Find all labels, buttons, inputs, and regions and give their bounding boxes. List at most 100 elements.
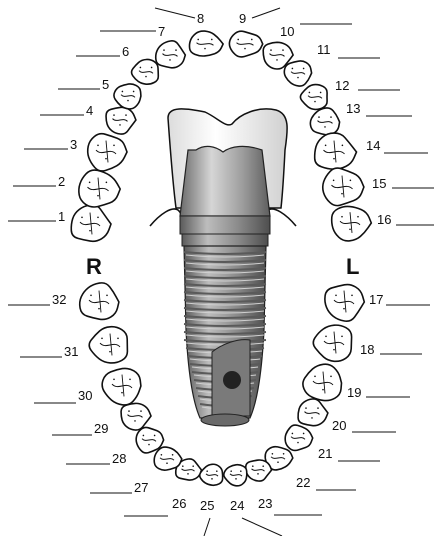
tooth-texture-dot: [305, 407, 307, 409]
tooth-21: [285, 425, 313, 450]
tooth-outline: [315, 133, 357, 169]
tooth-number-7: 7: [158, 24, 165, 39]
tooth-number-25: 25: [200, 498, 214, 513]
tooth-number-6: 6: [122, 44, 129, 59]
tooth-texture-dot: [333, 158, 335, 160]
tooth-texture-dot: [341, 193, 343, 195]
leader-line-8: [155, 8, 195, 18]
leader-line-9: [252, 8, 280, 18]
tooth-texture-dot: [98, 308, 100, 310]
tooth-number-31: 31: [64, 344, 78, 359]
tooth-texture-dot: [325, 145, 327, 147]
tooth-texture-dot: [211, 478, 213, 480]
tooth-texture-dot: [151, 67, 153, 69]
tooth-number-5: 5: [102, 77, 109, 92]
tooth-texture-dot: [119, 124, 121, 126]
tooth-texture-dot: [322, 389, 324, 391]
tooth-texture-dot: [106, 182, 108, 184]
left-side-label: L: [346, 254, 359, 279]
tooth-texture-dot: [330, 116, 332, 118]
tooth-number-14: 14: [366, 138, 380, 153]
tooth-number-15: 15: [372, 176, 386, 191]
tooth-12: [300, 85, 327, 110]
tooth-number-20: 20: [332, 418, 346, 433]
tooth-14: [315, 133, 357, 169]
implant-collar-band: [182, 234, 268, 246]
tooth-texture-dot: [121, 392, 123, 394]
tooth-texture-dot: [330, 376, 332, 378]
tooth-texture-dot: [277, 461, 279, 463]
tooth-outline: [303, 364, 342, 400]
tooth-texture-dot: [97, 145, 99, 147]
tooth-texture-dot: [148, 444, 150, 446]
tooth-texture-dot: [113, 145, 115, 147]
implant-abutment: [180, 146, 270, 216]
tooth-24: [224, 465, 247, 486]
tooth-number-32: 32: [52, 292, 66, 307]
tooth-outline: [284, 61, 311, 86]
tooth-texture-dot: [283, 453, 285, 455]
tooth-texture-dot: [128, 410, 130, 412]
tooth-23: [246, 460, 272, 481]
implant-illustration: [150, 109, 296, 426]
tooth-number-19: 19: [347, 385, 361, 400]
tooth-texture-dot: [272, 453, 274, 455]
tooth-25: [200, 464, 223, 485]
tooth-texture-dot: [357, 216, 359, 218]
tooth-8: [189, 31, 223, 56]
tooth-number-24: 24: [230, 498, 244, 513]
tooth-texture-dot: [311, 417, 313, 419]
tooth-number-12: 12: [335, 78, 349, 93]
tooth-texture-dot: [262, 465, 264, 467]
tooth-4: [106, 107, 136, 134]
tooth-texture-dot: [89, 182, 91, 184]
tooth-texture-dot: [161, 454, 163, 456]
tooth-texture-dot: [303, 433, 305, 435]
tooth-texture-dot: [187, 473, 189, 475]
tooth-texture-dot: [244, 48, 246, 50]
tooth-texture-dot: [175, 49, 177, 51]
tooth-7: [156, 41, 186, 68]
tooth-16: [332, 206, 372, 240]
tooth-texture-dot: [127, 100, 129, 102]
tooth-texture-dot: [309, 92, 311, 94]
tooth-texture-dot: [235, 478, 237, 480]
tooth-30: [102, 368, 141, 405]
tooth-texture-dot: [297, 442, 299, 444]
tooth-outline: [156, 41, 186, 68]
tooth-texture-dot: [251, 39, 253, 41]
tooth-texture-dot: [282, 49, 284, 51]
tooth-outline: [106, 107, 136, 134]
tooth-texture-dot: [333, 180, 335, 182]
tooth-outline: [325, 285, 364, 322]
tooth-texture-dot: [216, 470, 218, 472]
tooth-19: [303, 364, 342, 400]
tooth-texture-dot: [101, 338, 103, 340]
tooth-number-23: 23: [258, 496, 272, 511]
tooth-texture-dot: [154, 435, 156, 437]
tooth-18: [313, 325, 351, 361]
tooth-number-18: 18: [360, 342, 374, 357]
tooth-texture-dot: [333, 349, 335, 351]
tooth-number-9: 9: [239, 11, 246, 26]
tooth-texture-dot: [81, 217, 83, 219]
tooth-texture-dot: [97, 217, 99, 219]
tooth-texture-dot: [113, 114, 115, 116]
tooth-texture-dot: [335, 295, 337, 297]
tooth-texture-dot: [134, 420, 136, 422]
tooth-number-21: 21: [318, 446, 332, 461]
tooth-texture-dot: [240, 470, 242, 472]
tooth-9: [229, 31, 262, 57]
implant-collar: [180, 216, 270, 234]
tooth-texture-dot: [341, 216, 343, 218]
tooth-texture-dot: [140, 67, 142, 69]
implant-apex: [201, 414, 249, 426]
tooth-outline: [80, 283, 119, 320]
tooth-32: [80, 283, 119, 320]
tooth-texture-dot: [342, 145, 344, 147]
tooth-texture-dot: [197, 39, 199, 41]
tooth-texture-dot: [317, 407, 319, 409]
tooth-texture-dot: [113, 379, 115, 381]
tooth-texture-dot: [314, 101, 316, 103]
tooth-number-28: 28: [112, 451, 126, 466]
